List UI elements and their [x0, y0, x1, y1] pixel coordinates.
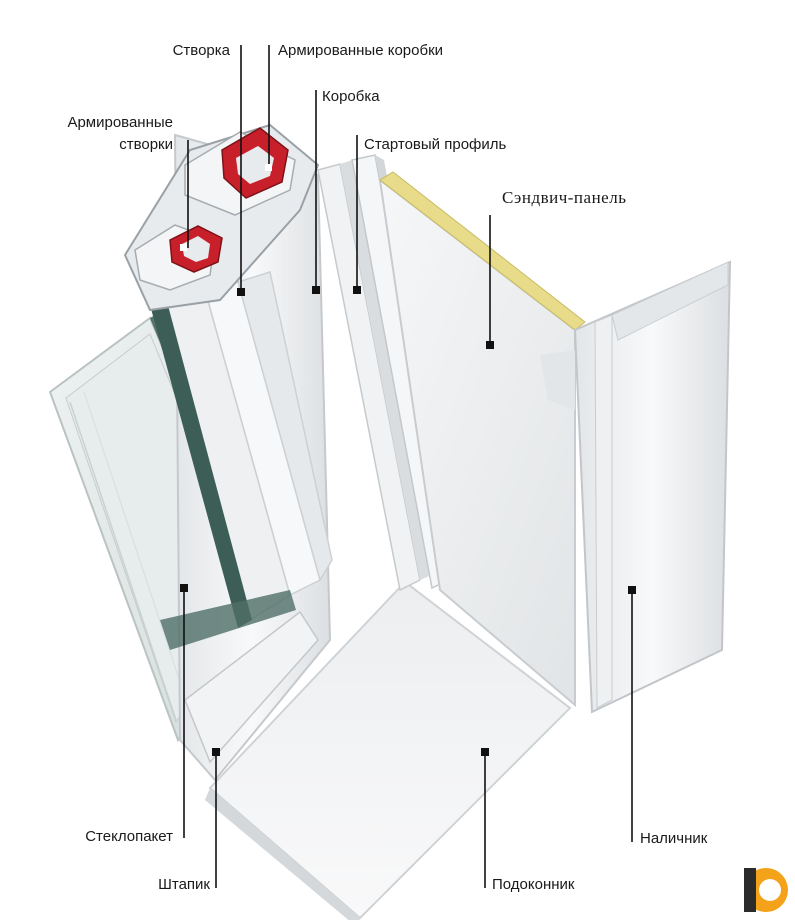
leader-dots-on-red [180, 164, 272, 251]
label-sendvich-panel: Сэндвич-панель [502, 188, 627, 207]
label-podokonnik: Подоконник [492, 876, 575, 893]
brand-logo-icon [744, 868, 788, 912]
label-nalichnik: Наличник [640, 830, 708, 847]
label-armirovannye-stvorki-1: Армированные [67, 114, 173, 131]
trim-nalichnik [573, 260, 732, 714]
profile-cross-section [123, 123, 320, 312]
leader-lines [183, 45, 633, 888]
label-armirovannye-stvorki-2: створки [119, 136, 173, 153]
sill-board [205, 580, 572, 920]
label-armirovannye-korobki: Армированные коробки [278, 42, 444, 59]
label-shtapik: Штапик [158, 876, 210, 893]
label-steklopaket: Стеклопакет [85, 828, 173, 845]
label-korobka: Коробка [322, 88, 380, 105]
window-frame-assembly [150, 133, 333, 782]
label-startovyi-profil: Стартовый профиль [364, 136, 507, 153]
label-stvorka: Створка [172, 42, 230, 59]
sandwich-panel [378, 171, 586, 708]
leader-dots [180, 286, 636, 756]
frame-strip [317, 160, 432, 592]
